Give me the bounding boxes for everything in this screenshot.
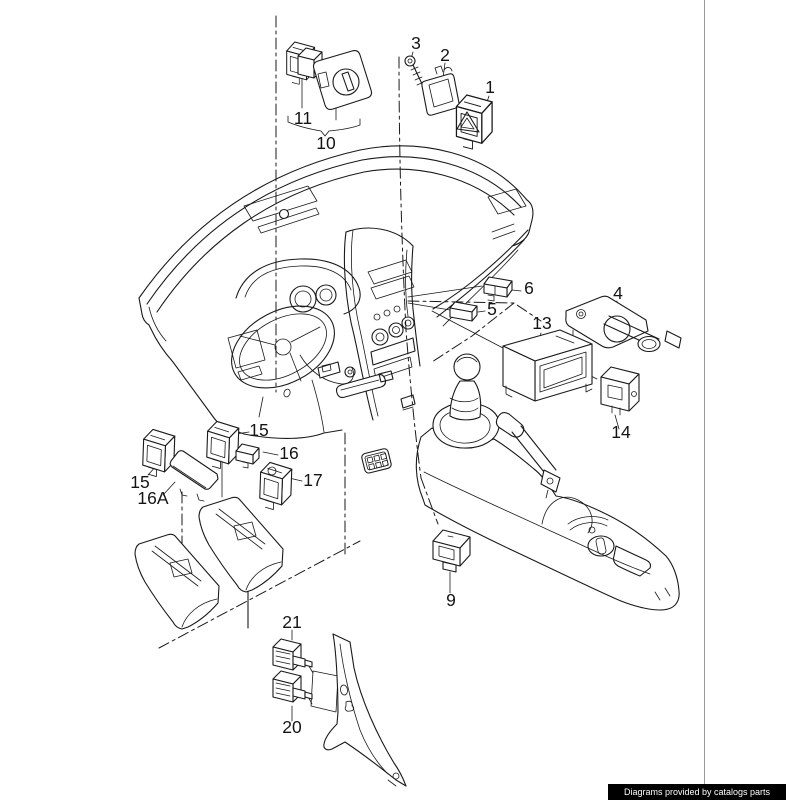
page-edge-line — [704, 0, 705, 800]
handbrake-lever — [495, 411, 561, 499]
radio-aperture — [370, 337, 416, 366]
part-label-14: 14 — [611, 422, 631, 442]
heater-knob — [401, 316, 415, 330]
heater-knob — [388, 322, 404, 338]
armrest-lid — [612, 545, 652, 577]
centre-console — [415, 353, 680, 611]
steering-wheel — [231, 305, 335, 389]
part-label-16: 16 — [279, 443, 298, 463]
part-label-2: 2 — [440, 45, 450, 65]
part-label-4: 4 — [613, 283, 623, 303]
side-vent-left — [227, 329, 266, 369]
radio-unit-13 — [502, 329, 593, 402]
part-label-16A: 16A — [137, 488, 168, 508]
part-label-17: 17 — [303, 470, 322, 490]
hazard-triangle-icon — [456, 111, 480, 133]
cup-holder-4 — [565, 295, 682, 353]
mounting-frame-2 — [421, 65, 460, 116]
part-label-9: 9 — [446, 590, 456, 610]
blank-switch-5 — [449, 301, 478, 322]
coin-tray — [361, 448, 392, 474]
part-label-13: 13 — [532, 313, 551, 333]
catalog-credit-badge[interactable]: Diagrams provided by catalogs parts — [608, 784, 786, 800]
defrost-vent-left — [243, 185, 318, 222]
gear-shifter — [432, 353, 500, 449]
part-label-15a: 15 — [249, 420, 268, 440]
part-label-15b: 15 — [130, 472, 149, 492]
part-label-1: 1 — [485, 77, 495, 97]
centre-vent-2 — [370, 275, 415, 300]
switch-14 — [600, 366, 640, 416]
console-front — [311, 361, 416, 474]
blank-cover-16 — [235, 443, 260, 469]
blank-switch-6 — [483, 276, 513, 302]
blank-strip-16A — [169, 450, 219, 502]
dashboard-drawing — [138, 145, 534, 474]
cup-holder-recess — [587, 535, 615, 557]
door-switch-20 — [272, 670, 313, 703]
end-trim-right — [198, 496, 284, 593]
door-switch-21 — [272, 638, 313, 671]
switch-17-ring-icon — [267, 466, 277, 476]
end-trim-left — [134, 533, 220, 630]
hazard-switch-1 — [455, 94, 493, 150]
switch-15-right — [205, 420, 240, 470]
part-label-3: 3 — [411, 33, 421, 53]
switch-15-left — [141, 428, 176, 478]
part-label-11: 11 — [294, 108, 312, 128]
part-labels: 1 2 3 4 5 6 9 10 11 13 14 15 15 16 16A 1… — [130, 33, 631, 737]
headlight-switch-10 — [297, 47, 373, 111]
switch-9 — [432, 529, 471, 573]
leader-lines — [147, 51, 620, 722]
heater-knob — [371, 328, 389, 346]
part-label-5: 5 — [487, 299, 497, 319]
part-label-10: 10 — [316, 133, 336, 153]
pillar-trim — [323, 633, 407, 787]
screw-3 — [404, 55, 425, 87]
centre-stack — [343, 227, 421, 421]
centre-vent — [367, 259, 413, 285]
part-label-21: 21 — [282, 612, 301, 632]
part-label-20: 20 — [282, 717, 302, 737]
part-label-6: 6 — [524, 278, 534, 298]
defrost-vent-right — [487, 188, 527, 215]
